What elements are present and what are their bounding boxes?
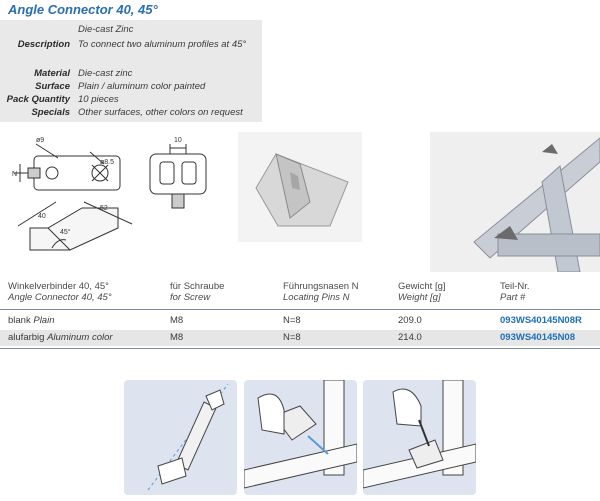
screw-hole-right xyxy=(91,164,109,182)
surface-label: Surface xyxy=(35,81,70,92)
row-pins: N=8 xyxy=(283,315,301,326)
row-weight: 214.0 xyxy=(398,332,422,343)
mounting-step-2 xyxy=(243,379,358,495)
table-divider xyxy=(0,309,600,310)
row-screw: M8 xyxy=(170,315,184,326)
surface-value: Plain / aluminum color painted xyxy=(78,81,206,92)
dim-d8-5-label: ø8.5 xyxy=(100,159,114,166)
row-pins: N=8 xyxy=(283,332,301,343)
table-header-description: Winkelverbinder 40, 45°Angle Connector 4… xyxy=(8,281,112,303)
technical-drawing: ø9 ø8.5 N 10 40 52 45° xyxy=(12,137,207,251)
mounting-step-1 xyxy=(124,380,237,495)
row-screw: M8 xyxy=(170,332,184,343)
pack-quantity-label: Pack Quantity xyxy=(6,94,70,105)
description-value: To connect two aluminum profiles at 45° xyxy=(78,39,247,50)
page-title: Angle Connector 40, 45° xyxy=(8,2,158,17)
dim-45-label: 45° xyxy=(60,228,71,236)
specials-value: Other surfaces, other colors on request xyxy=(78,107,243,118)
table-header-weight: Gewicht [g]Weight [g] xyxy=(398,281,446,303)
assembly-photo xyxy=(430,132,600,273)
die-cast-line: Die-cast Zinc xyxy=(78,24,134,35)
description-label: Description xyxy=(17,39,70,50)
connector-side-outline xyxy=(149,153,207,195)
dim-n-label: N xyxy=(12,171,17,178)
material-label: Material xyxy=(34,68,70,79)
pin-hole-left xyxy=(45,166,59,180)
row-weight: 209.0 xyxy=(398,315,422,326)
row-description: alufarbig Aluminum color xyxy=(8,332,113,343)
dim-52-label: 52 xyxy=(100,205,108,212)
table-bottom-line xyxy=(0,348,600,349)
spec-box: Die-cast Zinc Description To connect two… xyxy=(0,20,262,122)
specials-label: Specials xyxy=(31,107,70,118)
pack-quantity-value: 10 pieces xyxy=(78,94,119,105)
row-part-number: 093WS40145N08 xyxy=(500,332,575,343)
table-row: alufarbig Aluminum color M8 N=8 214.0 09… xyxy=(0,330,600,346)
material-value: Die-cast zinc xyxy=(78,68,133,79)
dim-d9-label: ø9 xyxy=(36,137,44,144)
table-row: blank Plain M8 N=8 209.0 093WS40145N08R xyxy=(0,313,600,329)
dim-10-label: 10 xyxy=(174,137,182,144)
locating-pin-left xyxy=(27,167,41,179)
row-part-number: 093WS40145N08R xyxy=(500,315,582,326)
screw-hole-cross xyxy=(91,164,109,182)
row-description: blank Plain xyxy=(8,315,55,326)
table-header-part: Teil-Nr.Part # xyxy=(500,281,530,303)
connector-photo xyxy=(238,132,362,242)
mounting-step-3 xyxy=(362,379,477,495)
dim-40-label: 40 xyxy=(38,213,46,220)
